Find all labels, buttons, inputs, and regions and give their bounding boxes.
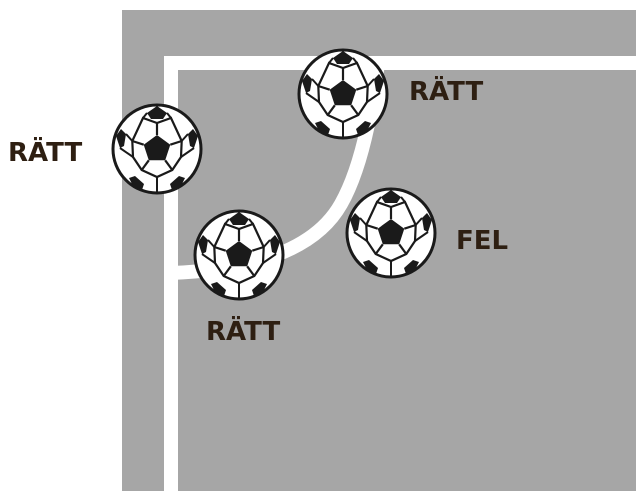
ball-top	[297, 48, 389, 140]
ball-inside	[345, 187, 437, 279]
ball-corner	[193, 209, 285, 301]
label-inside-ball: FEL	[456, 226, 508, 256]
ball-left	[111, 103, 203, 195]
label-corner-ball: RÄTT	[206, 315, 280, 347]
label-left-ball: RÄTT	[8, 136, 82, 168]
label-top-ball: RÄTT	[409, 75, 483, 107]
